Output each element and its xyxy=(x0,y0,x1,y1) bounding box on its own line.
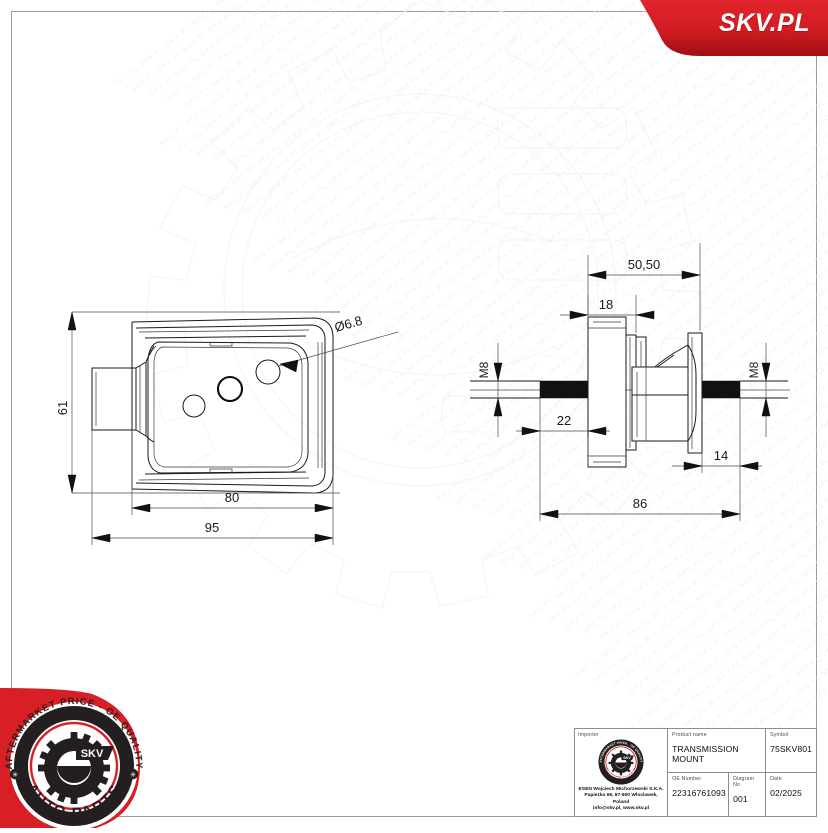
hole-small-left xyxy=(182,394,206,418)
product-name-value: TRANSMISSION MOUNT xyxy=(672,744,739,764)
callout-hole-diameter-label: Ø6.8 xyxy=(333,313,364,335)
mount-side-tab xyxy=(91,345,157,443)
quality-badge-graphic: SKV AFTERMARKET PRICE - OE QUALITY AUTO … xyxy=(0,688,144,830)
badge-center-label: SKV xyxy=(81,748,104,760)
oe-number-label: OE Number xyxy=(672,776,702,782)
drawing-left-view: Ø6.8 61 80 95 xyxy=(55,311,399,545)
importer-address: ESEN Wojciech Michorzewski S.K.A. Papiez… xyxy=(578,787,664,813)
oe-number-cell: OE Number 22316761093 xyxy=(668,773,728,816)
diagram-no-cell: Diagram No 001 xyxy=(728,773,765,816)
mount-right-flange xyxy=(687,332,703,454)
mount-body-block xyxy=(587,316,637,468)
quality-badge: SKV AFTERMARKET PRICE - OE QUALITY AUTO … xyxy=(0,688,152,830)
callout-hole-diameter: Ø6.8 xyxy=(277,313,399,373)
mount-core-section xyxy=(631,336,695,442)
dimension-22-label: 22 xyxy=(557,413,571,428)
title-block-row-top: Product name TRANSMISSION MOUNT Symbol 7… xyxy=(668,729,816,773)
title-block: Importer xyxy=(574,728,817,817)
title-block-importer-cell: Importer xyxy=(575,729,669,816)
diagram-no-label: Diagram No xyxy=(733,776,755,788)
symbol-cell: Symbol 75SKV801 xyxy=(765,729,816,772)
stud-thread-right xyxy=(694,380,788,399)
dimension-width-95: 95 xyxy=(91,430,334,545)
dimension-m8-right: M8 xyxy=(747,343,771,437)
importer-address-line-3: info@skv.pl, www.skv.pl xyxy=(593,806,650,812)
dimension-5050-label: 50,50 xyxy=(628,257,661,272)
dimension-86-label: 86 xyxy=(633,496,647,511)
dimension-86: 86 xyxy=(539,437,741,521)
dimension-width-95-label: 95 xyxy=(205,520,219,535)
svg-text:SKV: SKV xyxy=(623,756,631,760)
importer-address-line-1: ESEN Wojciech Michorzewski S.K.A. xyxy=(578,787,664,792)
hole-center xyxy=(216,375,244,403)
stud-thread-left xyxy=(470,380,591,399)
date-label: Date xyxy=(770,776,782,782)
dimension-14-label: 14 xyxy=(714,448,728,463)
dimension-height-61-label: 61 xyxy=(55,401,70,415)
dimension-m8-left-label: M8 xyxy=(477,361,491,378)
oe-number-value: 22316761093 xyxy=(672,788,726,798)
dimension-m8-right-label: M8 xyxy=(747,361,761,378)
svg-text:✳: ✳ xyxy=(12,771,18,779)
skv-banner-label: SKV.PL xyxy=(718,9,810,37)
importer-badge-icon: SKV AFTERMARKET PRICE - OE QUALITY AUTO … xyxy=(598,739,644,785)
product-name-label: Product name xyxy=(672,732,707,738)
svg-text:✳: ✳ xyxy=(130,771,136,779)
symbol-value: 75SKV801 xyxy=(770,744,812,754)
hole-small-right xyxy=(255,359,281,385)
importer-address-line-2: Papiezka 69, 87-800 Wloclawek, Poland xyxy=(584,793,658,805)
symbol-label: Symbol xyxy=(770,732,789,738)
dimension-height-61: 61 xyxy=(55,311,340,494)
title-block-fields: Product name TRANSMISSION MOUNT Symbol 7… xyxy=(668,729,816,816)
skv-banner: SKV.PL xyxy=(640,0,828,56)
dimension-width-80-label: 80 xyxy=(225,490,239,505)
diagram-no-value: 001 xyxy=(733,794,748,804)
mount-rubber-body xyxy=(147,341,309,474)
date-cell: Date 02/2025 xyxy=(765,773,816,816)
dimension-18-label: 18 xyxy=(599,297,613,312)
product-name-cell: Product name TRANSMISSION MOUNT xyxy=(668,729,765,772)
importer-label: Importer xyxy=(578,732,599,738)
date-value: 02/2025 xyxy=(770,788,802,798)
drawing-right-view: 50,50 18 M8 M8 22 14 xyxy=(470,243,790,521)
title-block-row-bottom: OE Number 22316761093 Diagram No 001 Dat… xyxy=(668,773,816,816)
